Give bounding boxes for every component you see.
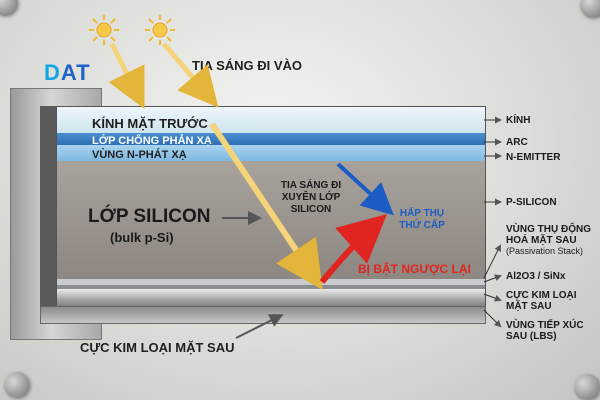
silicon-subtitle: (bulk p-Si)	[110, 230, 174, 245]
screw-bottom-right	[574, 374, 600, 400]
dat-logo: DAT	[44, 60, 91, 85]
label-al2o3: Al2O3 / SiNx	[506, 271, 566, 282]
screw-top-right	[580, 0, 600, 18]
n-emitter-layer	[57, 145, 485, 161]
label-p-silicon: P-SILICON	[506, 197, 557, 208]
arc-layer	[57, 133, 485, 145]
label-passivation: VÙNG THỤ ĐỘNG HOÁ MẶT SAU (Passivation S…	[506, 224, 591, 256]
screw-bottom-left	[4, 372, 30, 398]
secondary-ray	[336, 162, 394, 216]
label-rear-metal: CỰC KIM LOẠI MẶT SAU	[506, 290, 577, 312]
secondary-absorption-label: HẤP THỤ THỨ CẤP	[399, 208, 445, 231]
label-arc: ARC	[506, 137, 528, 148]
glass-layer	[57, 107, 485, 133]
arc-label: LỚP CHỐNG PHẢN XẠ	[92, 135, 212, 147]
sun-icons	[89, 15, 175, 45]
rear-metal-layer	[57, 289, 485, 307]
rear-metal-bottom-label: CỰC KIM LOẠI MẶT SAU	[80, 340, 235, 355]
reflected-ray	[319, 214, 387, 284]
label-lbs: VÙNG TIẾP XÚC SAU (LBS)	[506, 320, 584, 342]
silicon-title: LỚP SILICON	[88, 206, 211, 227]
right-leader-lines	[483, 116, 502, 328]
n-emitter-label: VÙNG N-PHÁT XẠ	[92, 149, 187, 161]
incoming-ray-2	[162, 42, 219, 108]
p-silicon-layer	[57, 161, 485, 279]
sun-icon	[89, 15, 119, 45]
screw-top-left	[0, 0, 18, 16]
label-n-emitter: N-EMITTER	[506, 152, 561, 163]
through-light-label: TIA SÁNG ĐI XUYÊN LỚP SILICON	[280, 180, 342, 215]
al2o3-layer	[57, 285, 485, 289]
incoming-light-label: TIA SÁNG ĐI VÀO	[192, 58, 303, 73]
incoming-ray-1	[108, 42, 145, 109]
transmitted-ray	[209, 122, 323, 290]
label-glass: KÍNH	[506, 115, 531, 126]
cell-cross-section	[56, 106, 486, 308]
glass-label: KÍNH MẶT TRƯỚC	[92, 116, 208, 131]
passivation-layer	[57, 279, 485, 285]
reflected-label: BỊ BẬT NGƯỢC LẠI	[358, 262, 471, 276]
sun-icon	[145, 15, 175, 45]
rear-metal-pointer	[235, 314, 284, 339]
